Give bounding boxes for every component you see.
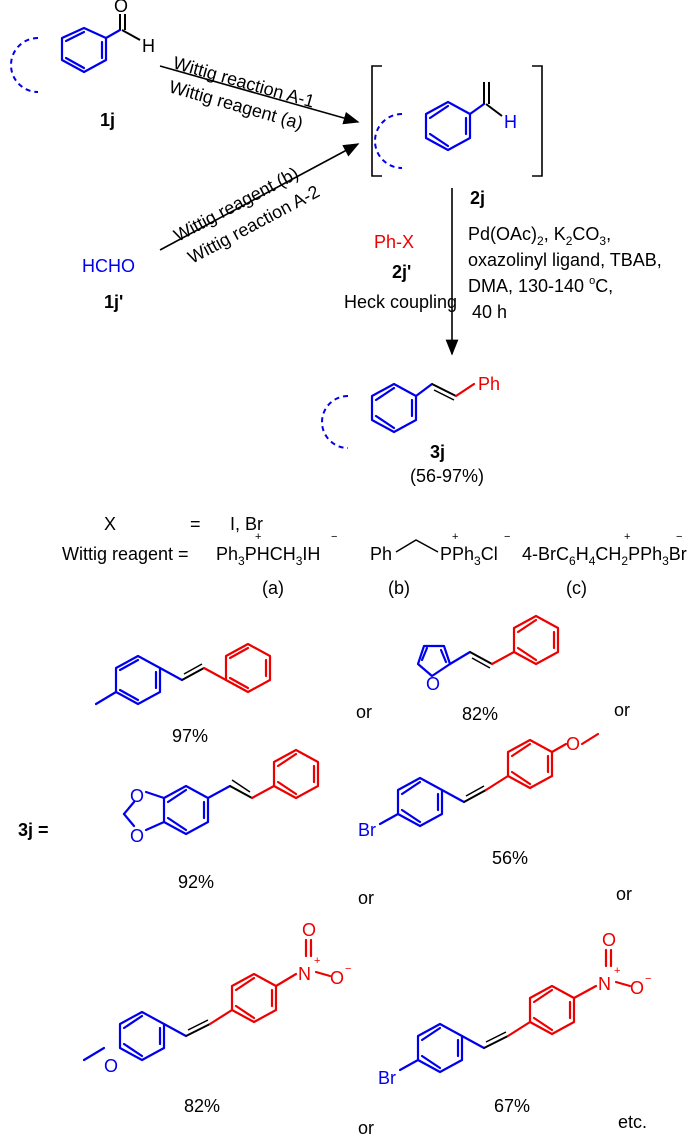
- hcho-formula: HCHO: [82, 256, 135, 276]
- methoxy-oxygen-2: O: [104, 1056, 118, 1076]
- nitro-nitrogen-2: N: [598, 974, 611, 994]
- product-2-structure: [416, 614, 560, 678]
- label-1j-prime: 1j': [104, 292, 123, 312]
- product-1-yield: 97%: [172, 726, 208, 746]
- tag-c: (c): [566, 578, 587, 598]
- label-3j: 3j: [430, 442, 445, 462]
- svg-text:Ph: Ph: [370, 544, 392, 564]
- x-equals: =: [190, 514, 201, 534]
- nitro-minus-2: −: [645, 973, 651, 985]
- svg-text:+: +: [624, 531, 630, 543]
- product-5-structure: [82, 938, 332, 1062]
- product-4-yield: 56%: [492, 848, 528, 868]
- nitro-oxygen-2: O: [602, 930, 616, 950]
- phenyl-label: Ph: [478, 374, 500, 394]
- x-label: X: [104, 514, 116, 534]
- bracket-right: [532, 65, 543, 177]
- conditions-line4: 40 h: [472, 302, 507, 322]
- or-2: or: [614, 700, 630, 720]
- nitro-oxygen-minus-2: O: [630, 978, 644, 998]
- or-1: or: [356, 702, 372, 722]
- label-2j: 2j: [470, 188, 485, 208]
- product-5-yield: 82%: [184, 1096, 220, 1116]
- svg-text:−: −: [676, 531, 682, 543]
- svg-text:−: −: [504, 531, 510, 543]
- svg-text:4-BrC6H4CH2PPh3Br: 4-BrC6H4CH2PPh3Br: [522, 544, 687, 568]
- aldehyde-oxygen: O: [114, 0, 128, 16]
- svg-text:+: +: [255, 531, 261, 543]
- three-j-equals: 3j =: [18, 820, 49, 840]
- product-6-yield: 67%: [494, 1096, 530, 1116]
- product-2-yield: 82%: [462, 704, 498, 724]
- arrow-a2: [159, 143, 360, 251]
- tag-b: (b): [388, 578, 410, 598]
- nitro-plus-2: +: [614, 965, 620, 977]
- furan-oxygen: O: [426, 674, 440, 694]
- nitro-nitrogen-1: N: [298, 964, 311, 984]
- conditions-line3: DMA, 130-140 oC,: [468, 275, 613, 296]
- product-3-yield: 92%: [178, 872, 214, 892]
- nitro-oxygen-minus-1: O: [330, 968, 344, 988]
- reagent-b: Ph PPh3Cl + −: [370, 531, 510, 568]
- compound-2j-structure: [374, 82, 503, 169]
- dioxole-oxygen-2: O: [130, 826, 144, 846]
- product-3-structure: [122, 748, 320, 836]
- nitro-oxygen-1: O: [302, 920, 316, 940]
- nitro-minus-1: −: [345, 963, 351, 975]
- ph-x-reagent: Ph-X: [374, 232, 414, 252]
- methoxy-oxygen-1: O: [566, 734, 580, 754]
- arrow-a1: [159, 65, 360, 125]
- svg-text:+: +: [452, 531, 458, 543]
- nitro-plus-1: +: [314, 955, 320, 967]
- dioxole-oxygen-1: O: [130, 786, 144, 806]
- conditions-line2: oxazolinyl ligand, TBAB,: [468, 250, 662, 270]
- product-6-structure: [398, 948, 632, 1074]
- x-value: I, Br: [230, 514, 263, 534]
- bracket-left: [371, 65, 382, 177]
- svg-text:Ph3PHCH3IH: Ph3PHCH3IH: [216, 544, 320, 568]
- product-1-structure: [94, 642, 272, 706]
- reagent-c: 4-BrC6H4CH2PPh3Br + −: [522, 531, 687, 568]
- conditions-line1: Pd(OAc)2, K2CO3,: [468, 224, 611, 248]
- compound-3j-structure: [321, 382, 476, 449]
- or-4: or: [616, 884, 632, 904]
- product-4-structure: [378, 732, 600, 828]
- label-1j: 1j: [100, 110, 115, 130]
- or-5: or: [358, 1118, 374, 1138]
- svg-text:−: −: [331, 531, 337, 543]
- reagent-a: Ph3PHCH3IH + −: [216, 531, 337, 568]
- yield-range: (56-97%): [410, 466, 484, 486]
- etc-label: etc.: [618, 1112, 647, 1132]
- label-2j-prime: 2j': [392, 262, 411, 282]
- compound-1j-structure: [10, 14, 141, 93]
- bromo-atom-1: Br: [358, 820, 376, 840]
- bromo-atom-2: Br: [378, 1068, 396, 1088]
- or-3: or: [358, 888, 374, 908]
- aldehyde-hydrogen: H: [142, 36, 155, 56]
- tag-a: (a): [262, 578, 284, 598]
- heck-coupling-label: Heck coupling: [344, 292, 457, 312]
- svg-text:PPh3Cl: PPh3Cl: [440, 544, 498, 568]
- wittig-reagent-label: Wittig reagent =: [62, 544, 189, 564]
- vinyl-hydrogen: H: [504, 112, 517, 132]
